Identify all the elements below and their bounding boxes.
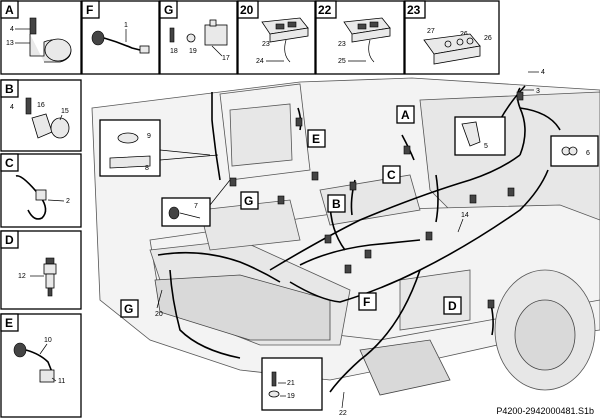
svg-text:18: 18 — [170, 48, 178, 55]
svg-text:A: A — [5, 3, 14, 17]
detail-box-22: 22 23 25 — [315, 0, 405, 75]
inset-box-5: 5 — [454, 116, 506, 156]
marker-g-lower: G — [120, 299, 139, 318]
svg-text:22: 22 — [339, 410, 347, 417]
svg-text:G: G — [164, 3, 173, 17]
svg-text:4: 4 — [10, 26, 14, 33]
svg-text:16: 16 — [37, 102, 45, 109]
svg-text:C: C — [387, 168, 396, 182]
connectors — [229, 91, 524, 309]
svg-text:22: 22 — [318, 3, 332, 17]
svg-text:D: D — [448, 299, 457, 313]
main-view-callouts: 4 3 14 20 22 — [155, 69, 545, 417]
svg-text:23: 23 — [407, 3, 421, 17]
svg-text:21: 21 — [287, 380, 295, 387]
switch-panel-part-23 — [261, 17, 309, 63]
inset-box-19-21: 21 19 — [261, 357, 323, 411]
svg-text:9: 9 — [147, 133, 151, 140]
svg-text:8: 8 — [145, 165, 149, 172]
svg-text:E: E — [5, 316, 13, 330]
svg-text:F: F — [86, 3, 93, 17]
svg-text:1: 1 — [124, 22, 128, 29]
svg-text:14: 14 — [461, 212, 469, 219]
detail-box-a: A 4 13 — [0, 0, 82, 75]
marker-c: C — [382, 165, 401, 184]
svg-text:19: 19 — [287, 393, 295, 400]
svg-text:11: 11 — [58, 378, 65, 385]
bracket-part-16 — [25, 97, 70, 139]
detail-box-23: 23 27 26 26 — [404, 0, 500, 75]
svg-text:G: G — [244, 194, 253, 208]
svg-text:7: 7 — [194, 203, 198, 210]
marker-a: A — [396, 105, 415, 124]
svg-text:17: 17 — [222, 55, 230, 62]
marker-d: D — [443, 296, 462, 315]
detail-box-f: F 1 — [81, 0, 160, 75]
detail-box-b: B 4 16 15 — [0, 79, 82, 152]
svg-text:2: 2 — [66, 198, 70, 205]
svg-text:E: E — [312, 132, 320, 146]
svg-text:26: 26 — [484, 35, 492, 42]
wiring-harness — [157, 85, 561, 393]
svg-text:27: 27 — [427, 28, 435, 35]
inset-box-7: 7 — [161, 179, 231, 227]
detail-box-c: C 2 — [0, 153, 82, 228]
marker-e: E — [307, 129, 326, 148]
svg-text:5: 5 — [484, 143, 488, 150]
svg-text:20: 20 — [240, 3, 254, 17]
detail-box-d: D 12 — [0, 230, 82, 310]
marker-f: F — [358, 292, 377, 311]
cable-tie-part-2 — [15, 175, 65, 220]
svg-text:C: C — [5, 156, 14, 170]
marker-b: B — [327, 194, 346, 213]
svg-text:4: 4 — [541, 69, 545, 76]
svg-text:15: 15 — [61, 108, 69, 115]
detail-box-g: G 18 19 17 — [159, 0, 238, 75]
svg-text:6: 6 — [586, 150, 590, 157]
svg-text:10: 10 — [44, 337, 52, 344]
svg-text:3: 3 — [536, 88, 540, 95]
svg-text:B: B — [5, 82, 14, 96]
sensor-part-12 — [30, 257, 57, 297]
svg-text:F: F — [363, 295, 370, 309]
sensor-part-10 — [13, 342, 57, 383]
svg-text:A: A — [401, 108, 410, 122]
inset-box-6: 6 — [550, 135, 599, 167]
svg-text:D: D — [5, 233, 14, 247]
switch-panel-part-22 — [343, 17, 391, 63]
svg-text:19: 19 — [189, 48, 197, 55]
detail-box-20: 20 23 24 — [237, 0, 316, 75]
machine-view — [91, 77, 600, 396]
main-view-markers: A E C B G F G D — [120, 105, 462, 318]
svg-text:12: 12 — [18, 273, 26, 280]
svg-text:23: 23 — [262, 41, 270, 48]
sensor-part-1 — [91, 30, 150, 54]
clamp-part-13 — [29, 17, 72, 63]
svg-text:24: 24 — [256, 58, 264, 65]
svg-text:13: 13 — [6, 40, 14, 47]
relay-part-17 — [169, 19, 228, 57]
svg-text:B: B — [332, 197, 341, 211]
svg-text:G: G — [124, 302, 133, 316]
svg-text:25: 25 — [338, 58, 346, 65]
marker-g-upper: G — [240, 191, 259, 210]
svg-text:23: 23 — [338, 41, 346, 48]
switch-panel-part-23b — [423, 33, 481, 65]
svg-text:4: 4 — [10, 104, 14, 111]
detail-box-e: E 10 11 — [0, 313, 82, 418]
figure-id: P4200-2942000481.S1b — [496, 406, 594, 416]
inset-box-8-9: 9 8 — [99, 119, 219, 177]
svg-text:20: 20 — [155, 311, 163, 318]
